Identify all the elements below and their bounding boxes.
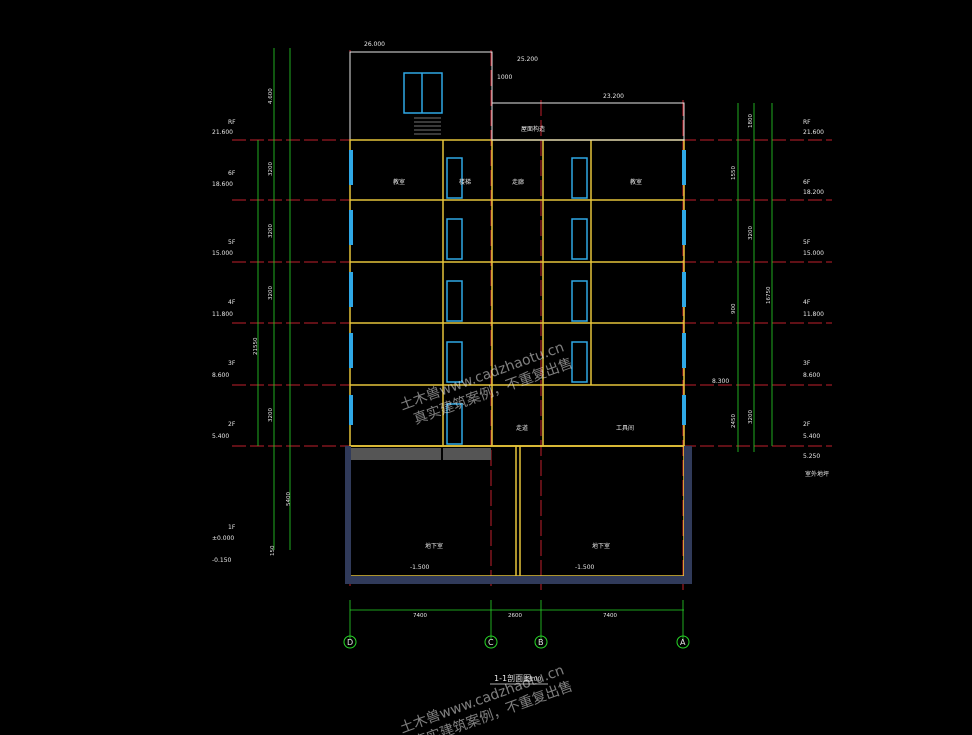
axis-bubble-a [676, 635, 690, 649]
level-right-floor-4: 3F [803, 360, 811, 367]
dim-right-4: 16750 [766, 286, 772, 304]
building-shell [349, 51, 685, 577]
level-left-floor-0: RF [228, 119, 236, 126]
level-left-floor-2: 5F [228, 239, 236, 246]
room-label-8: 工具间 [616, 424, 634, 432]
level-left-floor-6: 1F [228, 524, 236, 531]
room-label-3: 楼梯 [459, 178, 471, 186]
dim-right-0: 1800 [748, 114, 754, 128]
axis-label-a: A [680, 638, 686, 647]
dim-right-1: 1550 [731, 166, 737, 180]
dim-right-5: 2450 [731, 414, 737, 428]
note-1000: 1000 [497, 74, 512, 81]
axis-label-b: B [538, 638, 544, 647]
note-ground: 室外地坪 [805, 470, 829, 478]
room-label-1: 教室 [393, 178, 405, 186]
dim-bottom-3: 7400 [603, 613, 617, 619]
elev-basement-1: -1.500 [410, 564, 430, 571]
dim-left-6: 150 [270, 545, 276, 556]
level-left-elev-6: ±0.000 [212, 535, 234, 542]
note-roof: 屋面构造 [521, 125, 545, 133]
level-left-floor-3: 4F [228, 299, 236, 306]
level-right-floor-5: 2F [803, 421, 811, 428]
level-left-elev-5: 5.400 [212, 433, 229, 440]
level-right-elev-1: 18.200 [803, 189, 824, 196]
dim-bottom-2: 2600 [508, 613, 522, 619]
room-label-4: 教室 [630, 178, 642, 186]
dim-left-4: 3200 [268, 408, 274, 422]
elev-basement-2: -1.500 [575, 564, 595, 571]
room-label-2: 走廊 [512, 178, 524, 186]
windows [349, 150, 686, 425]
dim-left-total: 21550 [253, 337, 259, 355]
level-left-elev-2: 15.000 [212, 250, 233, 257]
dim-bottom-1: 7400 [413, 613, 427, 619]
axis-label-c: C [488, 638, 494, 647]
level-left-elev-7: -0.150 [212, 557, 232, 564]
dim-right-6: 3200 [748, 410, 754, 424]
level-left-elev-4: 8.600 [212, 372, 229, 379]
level-left-elev-0: 21.600 [212, 129, 233, 136]
stair-symbol [414, 117, 441, 135]
dim-left-2: 3200 [268, 224, 274, 238]
level-right-elev-6: 5.250 [803, 453, 820, 460]
level-right-elev-4: 8.600 [803, 372, 820, 379]
doors [403, 72, 588, 445]
axis-bubble-b [534, 635, 548, 649]
elev-roof: 23.200 [603, 93, 624, 100]
level-left-floor-1: 6F [228, 170, 236, 177]
dim-right-3: 900 [731, 303, 737, 314]
axis-bubble-c [484, 635, 498, 649]
dimension-lines [257, 48, 773, 640]
elev-parapet: 25.200 [517, 56, 538, 63]
ground-hatch [345, 446, 692, 584]
level-right-elev-2: 15.000 [803, 250, 824, 257]
room-label-6: 地下室 [425, 542, 443, 550]
dim-right-2: 3200 [748, 226, 754, 240]
level-right-floor-1: 6F [803, 179, 811, 186]
level-markers-left: RF 21.600 6F 18.600 5F 15.000 4F 11.800 … [212, 119, 236, 564]
axis-label-d: D [347, 638, 353, 647]
level-right-elev-3: 11.800 [803, 311, 824, 318]
level-left-elev-3: 11.800 [212, 311, 233, 318]
level-left-floor-5: 2F [228, 421, 236, 428]
level-left-floor-4: 3F [228, 360, 236, 367]
level-markers-right: RF 21.600 6F 18.200 5F 15.000 4F 11.800 … [803, 119, 824, 460]
elev-stair-top: 26.000 [364, 41, 385, 48]
level-right-floor-2: 5F [803, 239, 811, 246]
level-left-elev-1: 18.600 [212, 181, 233, 188]
elev-mid: 8.300 [712, 378, 729, 385]
level-right-floor-3: 4F [803, 299, 811, 306]
elevation-lines [232, 139, 832, 447]
dim-left-1: 3200 [268, 162, 274, 176]
dim-left-5: 5400 [286, 492, 292, 506]
dim-left-3: 3200 [268, 286, 274, 300]
room-label-5: 走道 [516, 424, 528, 432]
level-right-floor-0: RF [803, 119, 811, 126]
axis-bubble-d [343, 635, 357, 649]
dim-left-0: 4.600 [268, 88, 274, 104]
drawing-title: 1-1剖面图 [494, 673, 531, 683]
level-right-elev-0: 21.600 [803, 129, 824, 136]
drawing-scale: 1:100 [524, 676, 541, 683]
room-label-7: 地下室 [592, 542, 610, 550]
axis-bubbles [343, 635, 690, 649]
watermark-2: 土木兽www.cadzhaotu.cn 真实建筑案例，不重复出售 [398, 662, 575, 735]
level-right-elev-5: 5.400 [803, 433, 820, 440]
